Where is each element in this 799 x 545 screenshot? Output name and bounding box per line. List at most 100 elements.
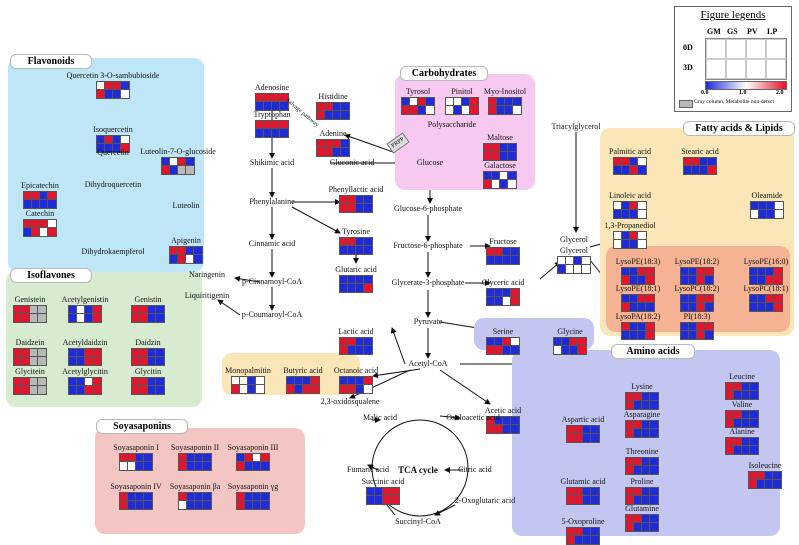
heatmap-cell — [401, 105, 411, 115]
heatmap-cell — [135, 461, 145, 471]
heatmap-cell — [147, 348, 157, 358]
heatmap-cell — [96, 81, 106, 91]
heatmap-cell — [641, 514, 651, 524]
heatmap-cell — [483, 143, 493, 153]
heatmap-cell — [494, 337, 504, 347]
heatmap-cell — [741, 390, 751, 400]
heatmap-cell — [255, 128, 265, 138]
heatmap-cell — [582, 495, 592, 505]
heatmap-cell — [161, 157, 171, 167]
heatmap-cell — [324, 147, 334, 157]
heatmap-cell — [625, 420, 635, 430]
heatmap-cell — [749, 382, 759, 392]
heatmap-cell — [758, 209, 768, 219]
metabolite-heatmap — [131, 377, 165, 395]
heatmap-cell — [244, 461, 254, 471]
metabolite-heatmap — [613, 157, 647, 175]
heatmap-cell — [186, 453, 196, 463]
heatmap-cell — [324, 110, 334, 120]
heatmap-cell — [688, 275, 698, 285]
heatmap-cell — [13, 385, 23, 395]
metabolite-heatmap — [68, 305, 102, 323]
heatmap-cell — [577, 345, 587, 355]
metabolite-label: Acetyldaidzin — [62, 338, 108, 347]
metabolite-heatmap — [566, 487, 600, 505]
heatmap-cell — [13, 305, 23, 315]
heatmap-cell — [417, 105, 427, 115]
heatmap-cell — [645, 330, 655, 340]
heatmap-cell — [696, 302, 706, 312]
heatmap-cell — [561, 345, 571, 355]
pathway-node-luteolin: Luteolin — [172, 201, 200, 210]
metabolite-label: Soyasaponin IV — [110, 482, 162, 491]
heatmap-cell — [143, 461, 153, 471]
metabolite-heatmap — [486, 247, 520, 265]
heatmap-cell — [645, 294, 655, 304]
heatmap-cell — [507, 179, 517, 189]
heatmap-cell — [31, 199, 41, 209]
heatmap-cell — [649, 420, 659, 430]
heatmap-cell — [13, 356, 23, 366]
heatmap-cell — [37, 385, 47, 395]
heatmap-cell — [155, 348, 165, 358]
heatmap-cell — [565, 264, 575, 274]
metabolite-label: Apigenin — [171, 236, 201, 245]
heatmap-cell — [84, 305, 94, 315]
heatmap-cell — [186, 492, 196, 502]
heatmap-cell — [613, 239, 623, 249]
metabolite-heatmap — [13, 305, 47, 323]
heatmap-cell — [355, 345, 365, 355]
metabolite-label: Asparagine — [623, 410, 661, 419]
metabolite-heatmap — [401, 97, 435, 115]
heatmap-cell — [483, 171, 493, 181]
heatmap-cell — [29, 313, 39, 323]
heatmap-cell — [613, 231, 623, 241]
heatmap-cell — [566, 433, 576, 443]
metabolite-label: LysoPE(18:3) — [615, 257, 661, 266]
heatmap-cell — [355, 237, 365, 247]
heatmap-cell — [76, 348, 86, 358]
heatmap-cell — [680, 294, 690, 304]
metabolite-heatmap — [236, 492, 270, 510]
heatmap-cell — [185, 254, 195, 264]
heatmap-cell — [347, 245, 357, 255]
metabolite-label: Histidine — [318, 92, 348, 101]
heatmap-cell — [339, 195, 349, 205]
heatmap-cell — [13, 313, 23, 323]
heatmap-cell — [757, 302, 767, 312]
heatmap-cell — [29, 377, 39, 387]
heatmap-cell — [590, 487, 600, 497]
heatmap-cell — [764, 471, 774, 481]
heatmap-cell — [629, 330, 639, 340]
metabolite-heatmap — [119, 492, 153, 510]
heatmap-cell — [499, 179, 509, 189]
heatmap-cell — [47, 227, 57, 237]
heatmap-cell — [486, 255, 496, 265]
metabolite-heatmap — [339, 376, 373, 394]
heatmap-cell — [688, 294, 698, 304]
heatmap-cell — [202, 492, 212, 502]
heatmap-cell — [363, 384, 373, 394]
region-title-isoflavones: Isoflavones — [10, 268, 92, 283]
heatmap-cell — [340, 139, 350, 149]
heatmap-cell — [553, 337, 563, 347]
heatmap-cell — [773, 302, 783, 312]
heatmap-cell — [625, 428, 635, 438]
heatmap-cell — [244, 500, 254, 510]
heatmap-cell — [696, 267, 706, 277]
metabolite-heatmap — [169, 246, 203, 264]
pathway-node-tca: TCA cycle — [398, 465, 438, 475]
heatmap-cell — [569, 337, 579, 347]
heatmap-cell — [625, 487, 635, 497]
heatmap-cell — [21, 377, 31, 387]
heatmap-cell — [255, 384, 265, 394]
pathway-node-pyruvate: Pyruvate — [413, 317, 443, 326]
heatmap-cell — [92, 377, 102, 387]
heatmap-cell — [764, 479, 774, 489]
heatmap-cell — [29, 348, 39, 358]
heatmap-cell — [31, 227, 41, 237]
heatmap-cell — [363, 283, 373, 293]
metabolite-heatmap — [231, 376, 265, 394]
heatmap-cell — [499, 151, 509, 161]
heatmap-cell — [178, 461, 188, 471]
